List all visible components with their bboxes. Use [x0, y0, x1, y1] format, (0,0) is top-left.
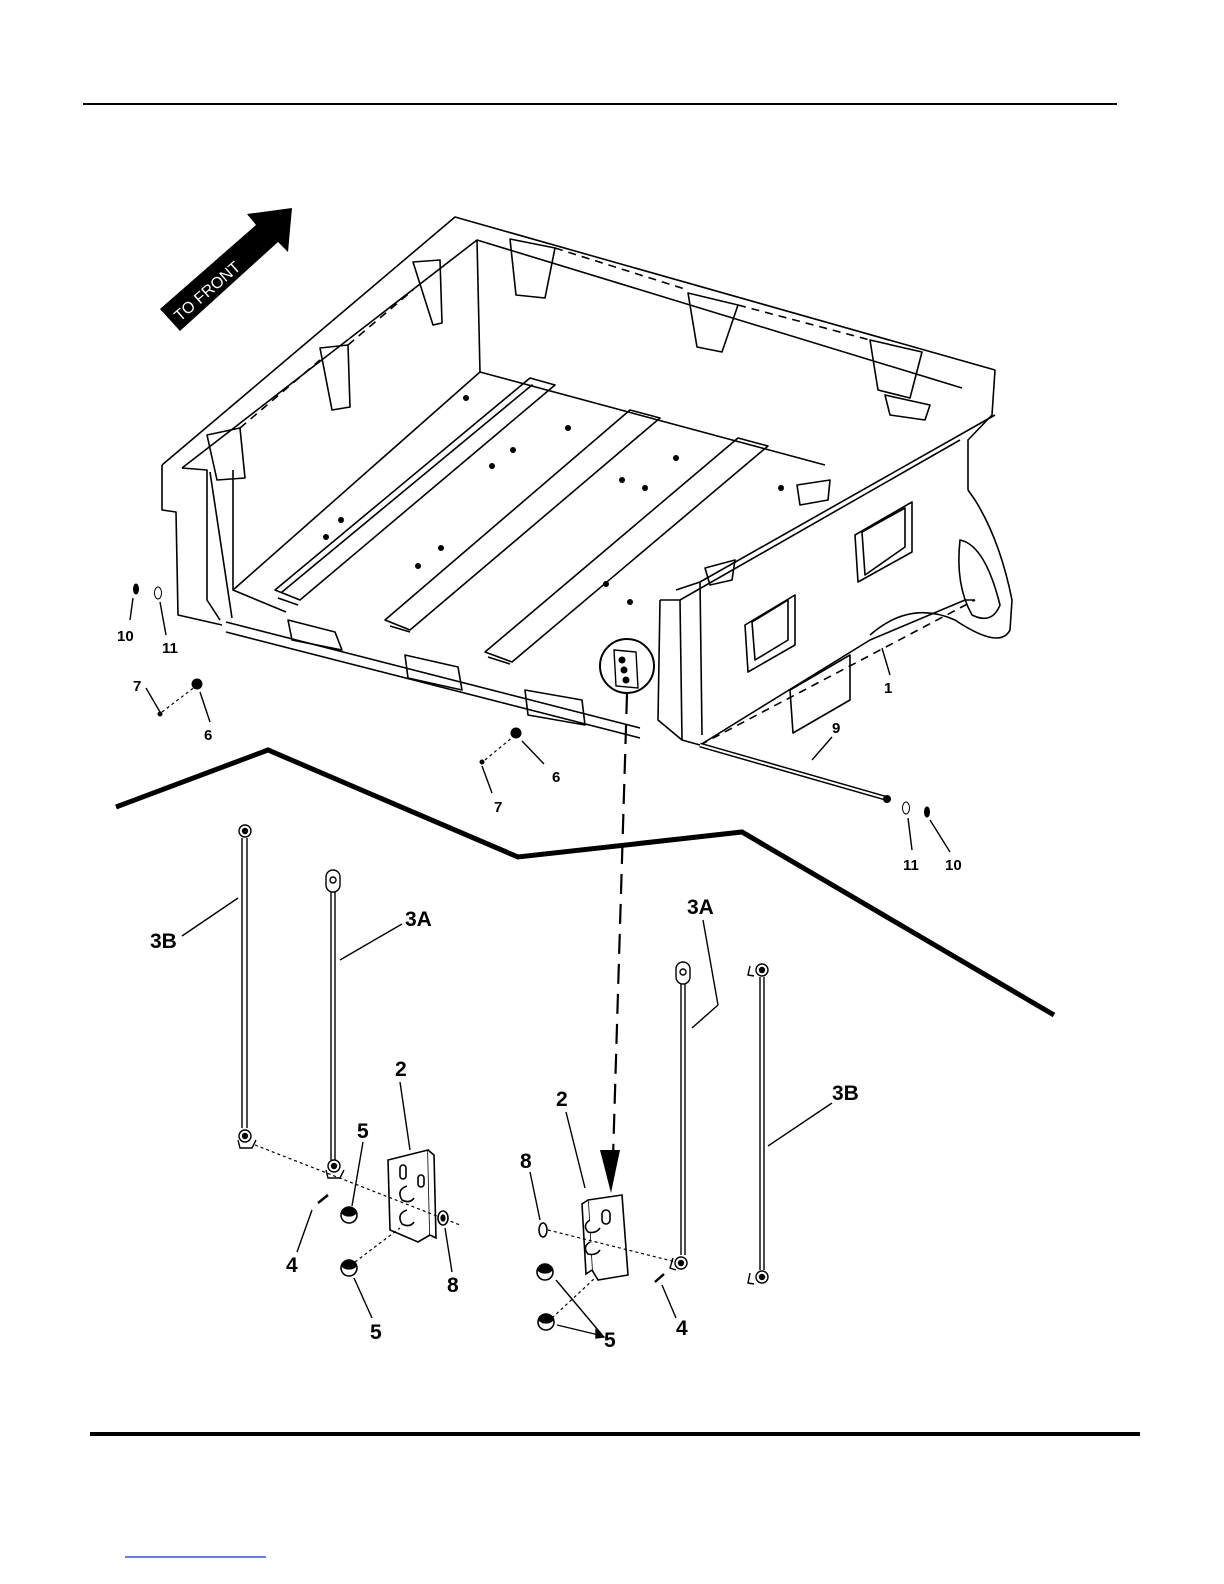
callout-10-right: 10: [945, 857, 962, 874]
callout-3b-right: 3B: [832, 1082, 859, 1105]
rod-9: [700, 745, 891, 803]
callout-6-center: 6: [552, 769, 560, 786]
callout-3b-left: 3B: [150, 930, 177, 953]
cable-3a-left: [326, 870, 344, 1178]
callout-2-right: 2: [556, 1088, 568, 1111]
stake-pockets: [207, 239, 930, 585]
cargo-bed: [162, 217, 1012, 745]
callout-8-right: 8: [520, 1150, 532, 1173]
cable-3b-left: [238, 825, 256, 1148]
callout-10-left: 10: [117, 628, 134, 645]
callout-2-left: 2: [395, 1058, 407, 1081]
cable-3a-right: [670, 962, 690, 1270]
callout-1: 1: [884, 680, 892, 697]
detail-projection-arrowhead: [600, 1150, 620, 1193]
callout-labels: 1 9 10 11 7 6 6 7 11 10 3B 3A 3A 3B 2 2 …: [117, 628, 962, 1352]
callout-4-right: 4: [676, 1317, 688, 1340]
leader-lines-lower-left: [182, 898, 452, 1318]
callout-5-left-top: 5: [357, 1120, 369, 1143]
callout-8-left: 8: [447, 1274, 459, 1297]
callout-11-right: 11: [903, 857, 919, 874]
callout-5-left-bottom: 5: [370, 1321, 382, 1344]
callout-3a-right: 3A: [687, 896, 714, 919]
bracket-2-right: [582, 1195, 628, 1280]
callout-3a-left: 3A: [405, 908, 432, 931]
to-front-arrow: TO FRONT: [160, 208, 292, 331]
leader-lines-upper: [130, 598, 950, 852]
callout-6-left: 6: [204, 727, 212, 744]
cable-3b-right: [748, 964, 768, 1284]
callout-7-left: 7: [133, 678, 141, 695]
bracket-2-left: [388, 1150, 436, 1242]
section-break-line: [116, 750, 1054, 1015]
callout-11-left: 11: [162, 640, 178, 657]
callout-5-right: 5: [604, 1329, 616, 1352]
callout-9: 9: [832, 720, 840, 737]
detail-circle: [600, 639, 654, 693]
detail-projection-line: [613, 694, 627, 1158]
callout-7-center: 7: [494, 799, 502, 816]
callout-4-left: 4: [286, 1254, 298, 1277]
